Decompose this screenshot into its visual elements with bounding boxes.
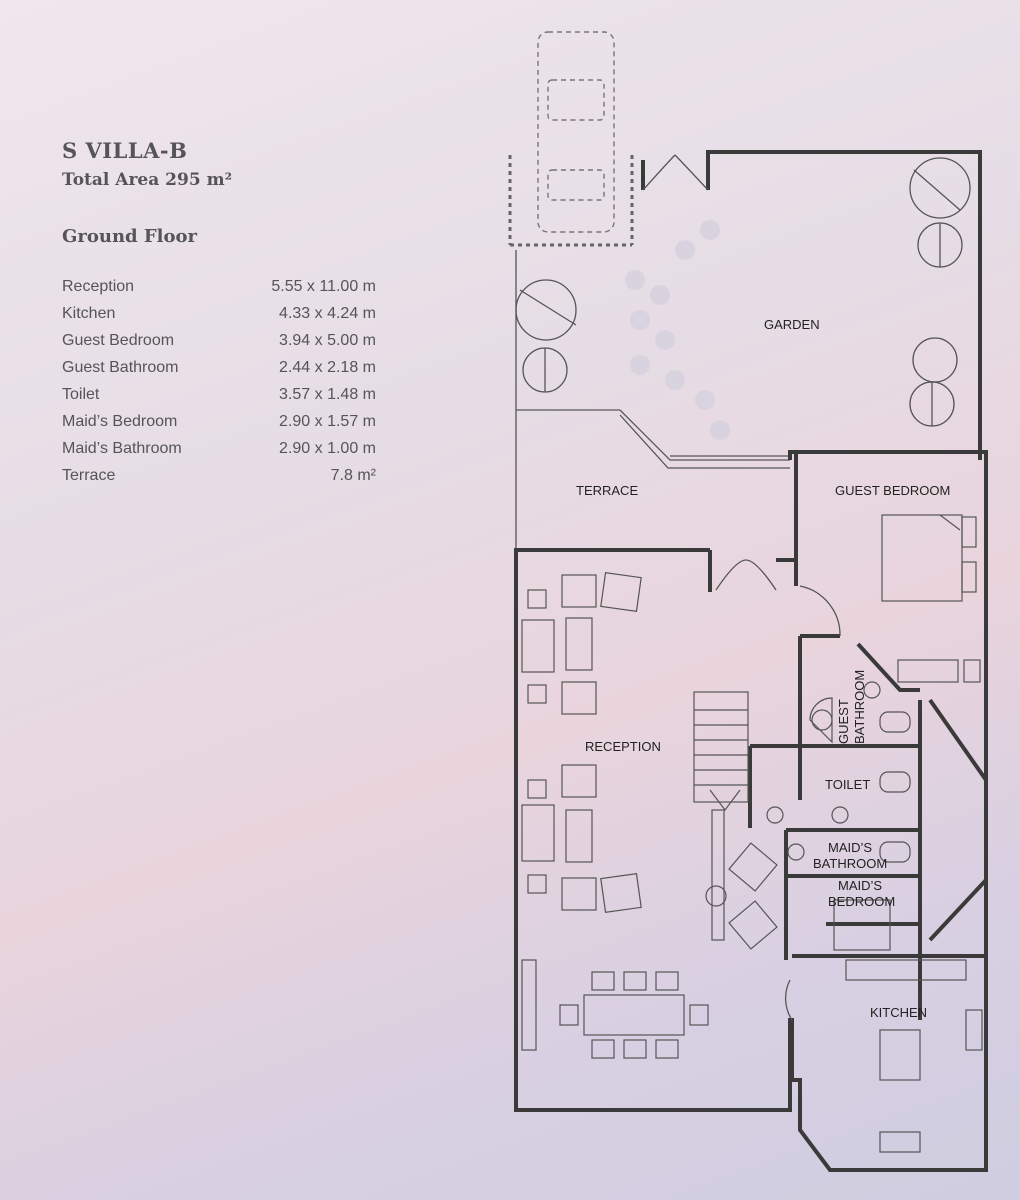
room-name: Maid’s Bedroom: [62, 413, 178, 430]
room-row: Maid’s Bedroom 2.90 x 1.57 m: [62, 413, 376, 440]
room-size: 3.94 x 5.00 m: [279, 332, 376, 349]
room-size: 3.57 x 1.48 m: [279, 386, 376, 403]
terrace-boundary: [516, 409, 790, 469]
room-size: 2.44 x 2.18 m: [279, 359, 376, 376]
staircase: [693, 691, 749, 811]
label-reception: RECEPTION: [585, 739, 661, 754]
room-size: 5.55 x 11.00 m: [271, 278, 376, 295]
room-row: Guest Bathroom 2.44 x 2.18 m: [62, 359, 376, 386]
floor-plan: GARDEN TERRACE GUEST BEDROOM GUEST BATHR…: [500, 20, 1010, 1190]
room-list: Reception 5.55 x 11.00 m Kitchen 4.33 x 4.…: [62, 278, 376, 494]
label-maids-bedroom-1: MAID’S: [838, 878, 882, 893]
room-row: Kitchen 4.33 x 4.24 m: [62, 305, 376, 332]
parking-marks: [508, 155, 634, 247]
room-row: Guest Bedroom 3.94 x 5.00 m: [62, 332, 376, 359]
label-guest-bathroom-line1: GUEST: [836, 699, 851, 744]
room-row: Maid’s Bathroom 2.90 x 1.00 m: [62, 440, 376, 467]
room-name: Guest Bedroom: [62, 332, 175, 349]
label-maids-bedroom-2: BEDROOM: [828, 894, 895, 909]
guest-bed: [881, 514, 981, 683]
room-name: Maid’s Bathroom: [62, 440, 182, 457]
room-row: Terrace 7.8 m²: [62, 467, 376, 494]
total-area: Total Area 295 m²: [62, 170, 233, 190]
guest-bedroom-walls: [788, 450, 988, 1020]
garden-stones: [625, 220, 730, 440]
car-outline: [537, 31, 615, 233]
room-size: 7.8 m²: [330, 467, 376, 484]
living-furniture: [521, 571, 778, 1051]
label-maids-bathroom-1: MAID’S: [828, 840, 872, 855]
room-name: Terrace: [62, 467, 116, 484]
label-maids-bathroom-2: BATHROOM: [813, 856, 887, 871]
label-kitchen: KITCHEN: [870, 1005, 927, 1020]
villa-title: S VILLA-B: [62, 138, 188, 163]
dining-table: [559, 971, 709, 1059]
label-guest-bathroom: GUEST BATHROOM: [836, 670, 867, 744]
room-row: Reception 5.55 x 11.00 m: [62, 278, 376, 305]
bathroom-fixtures: [766, 681, 911, 951]
room-size: 2.90 x 1.00 m: [279, 440, 376, 457]
tree-symbols: [515, 157, 971, 427]
label-garden: GARDEN: [764, 317, 820, 332]
door-swings: [642, 154, 841, 1021]
room-size: 4.33 x 4.24 m: [279, 305, 376, 322]
label-terrace: TERRACE: [576, 483, 638, 498]
interior-walls: [516, 548, 988, 960]
room-row: Toilet 3.57 x 1.48 m: [62, 386, 376, 413]
room-size: 2.90 x 1.57 m: [279, 413, 376, 430]
floor-name: Ground Floor: [62, 226, 197, 247]
label-toilet: TOILET: [825, 777, 870, 792]
floor-plan-drawing: GARDEN TERRACE GUEST BEDROOM GUEST BATHR…: [508, 31, 988, 1172]
label-guest-bathroom-line2: BATHROOM: [852, 670, 867, 744]
kitchen-fixtures: [845, 959, 983, 1153]
room-name: Kitchen: [62, 305, 116, 322]
label-guest-bedroom: GUEST BEDROOM: [835, 483, 950, 498]
room-name: Guest Bathroom: [62, 359, 179, 376]
room-name: Toilet: [62, 386, 100, 403]
room-name: Reception: [62, 278, 135, 295]
